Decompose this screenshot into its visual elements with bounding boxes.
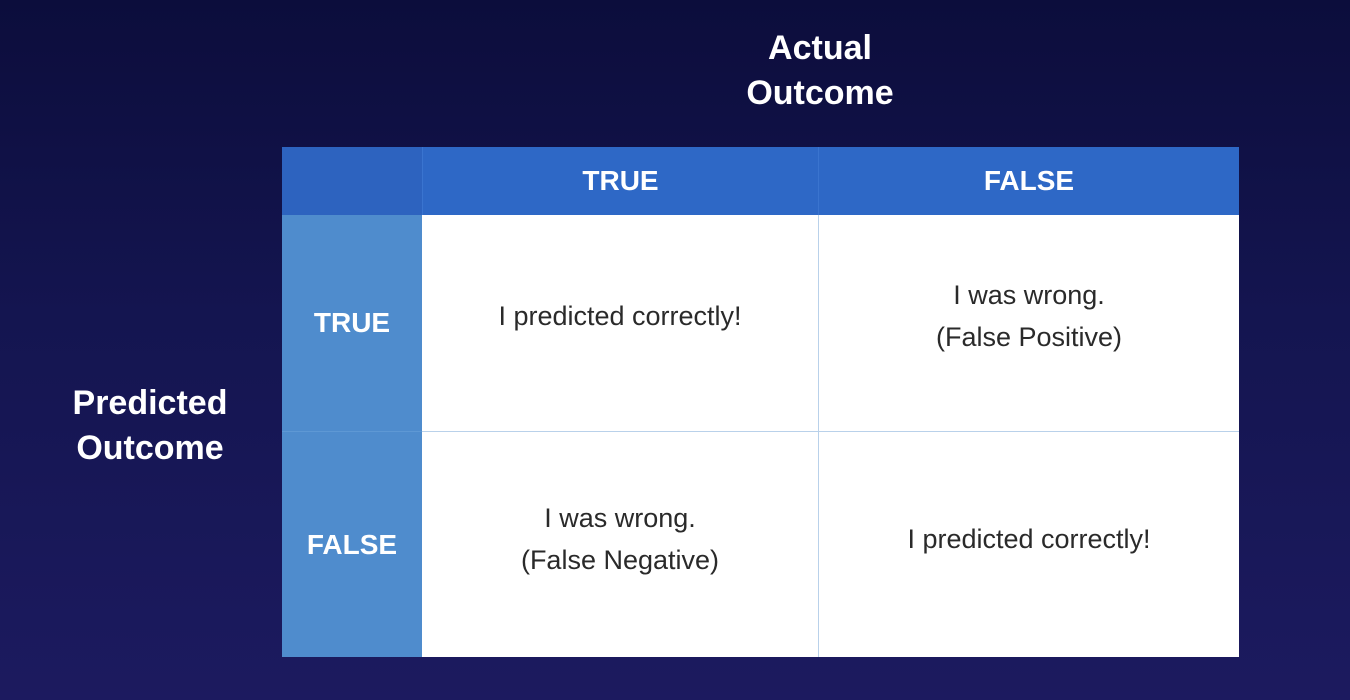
matrix-corner-cell bbox=[282, 147, 422, 215]
cell-true-negative: I predicted correctly! bbox=[818, 431, 1239, 657]
column-header-true: TRUE bbox=[422, 147, 818, 215]
cell-true-positive: I predicted correctly! bbox=[422, 215, 818, 431]
row-header-true: TRUE bbox=[282, 215, 422, 431]
confusion-matrix-table: TRUE FALSE TRUE I predicted correctly! I… bbox=[282, 147, 1239, 657]
cell-tn-text: I predicted correctly! bbox=[907, 523, 1151, 554]
row-header-false: FALSE bbox=[282, 431, 422, 657]
actual-title-line1: Actual bbox=[768, 29, 872, 67]
cell-fn-line1: I was wrong. bbox=[544, 502, 696, 533]
actual-title-line2: Outcome bbox=[746, 74, 894, 112]
predicted-outcome-title: Predicted Outcome bbox=[20, 381, 280, 471]
actual-outcome-title: Actual Outcome bbox=[670, 26, 970, 116]
predicted-title-line2: Outcome bbox=[76, 429, 224, 467]
cell-false-positive: I was wrong. (False Positive) bbox=[818, 215, 1239, 431]
cell-false-negative: I was wrong. (False Negative) bbox=[422, 431, 818, 657]
column-header-false: FALSE bbox=[818, 147, 1239, 215]
cell-fp-line1: I was wrong. bbox=[953, 280, 1105, 310]
cell-fn-line2: (False Negative) bbox=[520, 544, 720, 575]
cell-tp-text: I predicted correctly! bbox=[498, 301, 742, 331]
cell-fp-line2: (False Positive) bbox=[935, 322, 1123, 352]
predicted-title-line1: Predicted bbox=[72, 384, 228, 422]
